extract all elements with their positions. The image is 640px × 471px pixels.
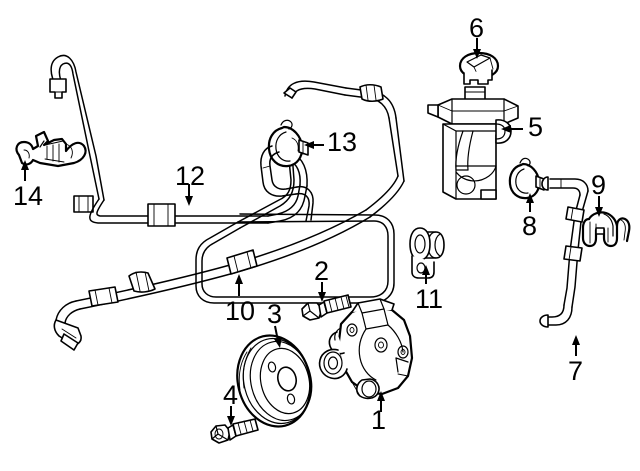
callout-label-13: 13 [327,127,358,157]
part-return-hose-7 [539,176,589,328]
callout-label-1: 1 [371,405,387,435]
callout-label-6: 6 [469,13,485,43]
part-reservoir-5 [427,86,519,200]
part-pulley-3 [236,334,313,428]
callout-leaders [21,38,603,426]
part-idler-bracket-11 [409,227,445,279]
callout-label-4: 4 [223,380,239,410]
callout-label-3: 3 [267,299,283,329]
part-upper-hose-section [260,145,314,222]
part-pressure-hose-10 [53,80,405,351]
part-bolt-2 [301,294,352,321]
callout-label-8: 8 [522,211,538,241]
callout-label-9: 9 [591,170,607,200]
part-hose-clamp-13 [267,119,309,168]
callout-label-14: 14 [13,181,44,211]
callout-label-5: 5 [528,112,544,142]
part-power-steering-pump-1 [318,298,414,400]
callout-label-12: 12 [175,161,206,191]
part-retainer-clip-9 [581,211,631,248]
part-mounting-bracket-14 [15,130,87,168]
callout-label-7: 7 [568,356,584,386]
part-hose-clamp-8 [508,157,545,200]
callout-label-2: 2 [314,256,330,286]
part-reservoir-cap-6 [458,51,500,85]
callout-label-10: 10 [225,296,256,326]
callout-label-11: 11 [415,284,444,314]
part-bolt-4 [210,418,259,444]
